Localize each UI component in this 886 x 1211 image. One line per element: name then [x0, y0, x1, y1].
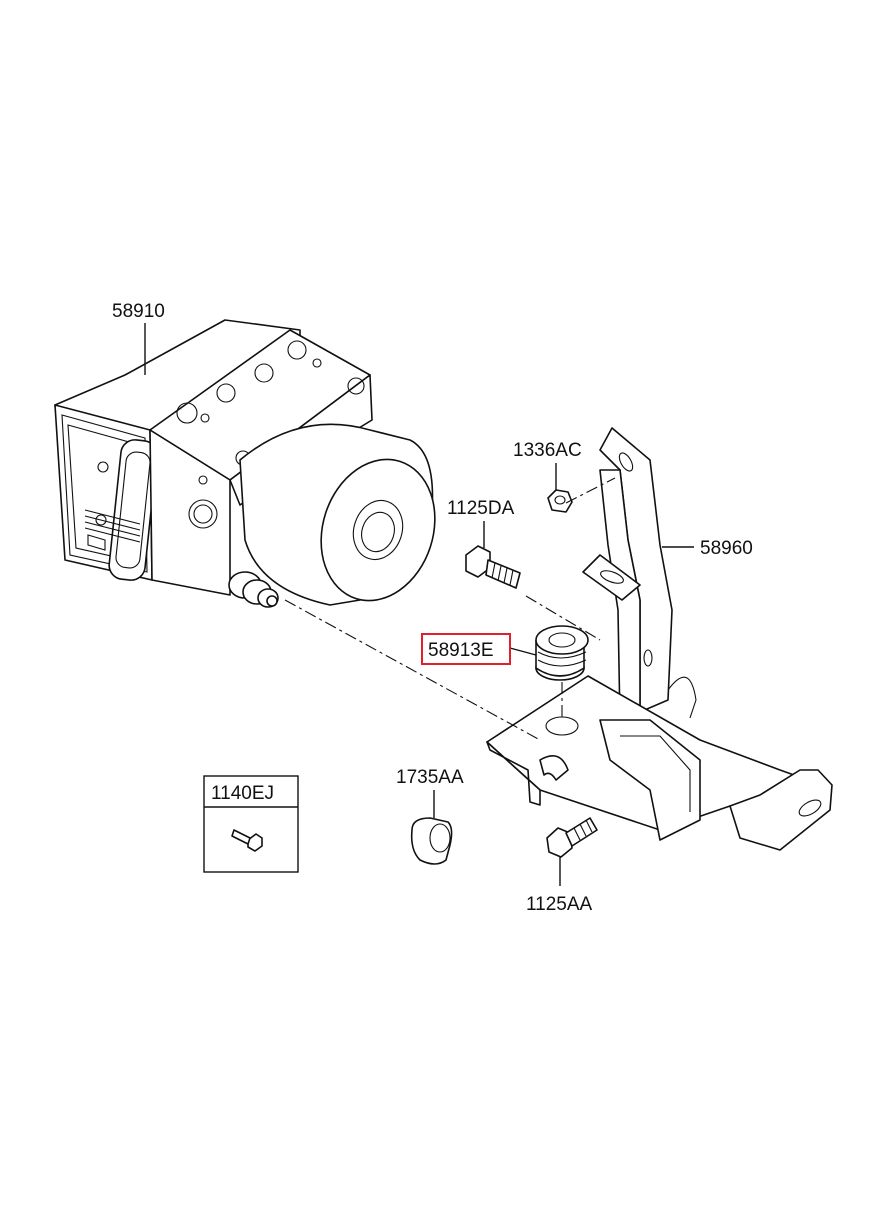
- label-nut[interactable]: 1336AC: [513, 440, 582, 461]
- label-inset-part[interactable]: 1140EJ: [211, 783, 274, 804]
- label-bolt-lower[interactable]: 1125AA: [526, 894, 593, 915]
- label-bracket[interactable]: 58960: [700, 538, 753, 559]
- mounting-bracket[interactable]: [486, 427, 833, 851]
- rubber-bushing[interactable]: [535, 625, 589, 681]
- label-sleeve[interactable]: 1735AA: [396, 767, 464, 788]
- abs-module[interactable]: [54, 319, 453, 615]
- bolt-upper[interactable]: [465, 545, 521, 589]
- leader-lines: [144, 323, 694, 886]
- label-bolt-upper[interactable]: 1125DA: [447, 498, 515, 519]
- bolt-lower[interactable]: [546, 817, 598, 858]
- label-bushing[interactable]: 58913E: [428, 640, 494, 661]
- sleeve-collar[interactable]: [410, 817, 453, 865]
- small-screw-icon[interactable]: [231, 829, 263, 852]
- highlight-box: [421, 633, 511, 665]
- hex-nut[interactable]: [547, 489, 573, 513]
- label-abs-module[interactable]: 58910: [112, 301, 165, 322]
- inset-box: [203, 775, 299, 873]
